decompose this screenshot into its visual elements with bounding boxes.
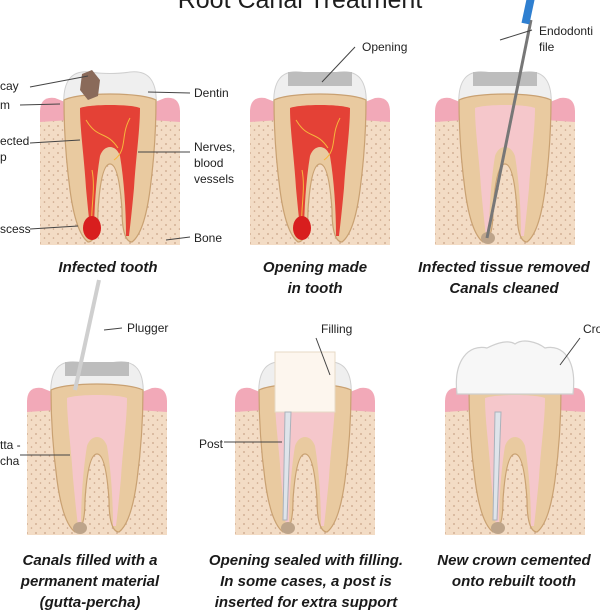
- root-tip-icon: [281, 522, 295, 534]
- caption-canals-filled: Canals filled with a permanent material …: [0, 550, 190, 613]
- gum-right-icon: [360, 97, 390, 122]
- caption-line: Canals filled with a: [22, 552, 158, 569]
- opening-cavity-icon: [65, 362, 129, 376]
- pulp-canal-icon: [80, 105, 140, 236]
- caption-line: permanent material: [20, 573, 160, 590]
- label-endodontic-file-text: Endodonti file: [539, 23, 593, 55]
- label-nerves-vessels-text: Nerves, blood vessels: [194, 139, 235, 187]
- endodontic-file-shaft-icon: [485, 19, 533, 239]
- gum-right-icon: [345, 387, 375, 412]
- label-filling: Filling: [321, 322, 353, 336]
- tooth-filled: [27, 279, 167, 535]
- tooth-infected: [40, 70, 180, 245]
- gum-left-icon: [27, 387, 57, 412]
- caption-line: Opening sealed with filling.: [208, 552, 404, 569]
- leader-line: [19, 103, 61, 106]
- abscess-icon: [293, 216, 311, 240]
- label-infected-pulp-text: ected p: [0, 133, 29, 165]
- label-post: Post: [199, 437, 224, 451]
- label-line: Endodonti: [539, 24, 594, 38]
- tooth-opening: [250, 71, 390, 245]
- decay-icon: [80, 70, 100, 100]
- caption-line: inserted for extra support: [214, 594, 398, 611]
- gum-left-icon: [250, 97, 280, 122]
- tooth-crown: [445, 340, 585, 535]
- plugger-icon: [73, 279, 101, 391]
- leader-line: [321, 46, 356, 83]
- label-line: blood: [194, 156, 224, 170]
- caption-line: Opening made: [262, 259, 368, 276]
- label-decay: cay: [0, 79, 19, 93]
- pulp-canal-icon: [475, 105, 535, 236]
- pulp-canal-icon: [67, 395, 127, 526]
- leader-line: [29, 139, 81, 144]
- label-crown: Cro: [583, 322, 600, 336]
- label-endodontic-file: Endodonti file: [539, 23, 593, 55]
- crown-icon: [455, 340, 575, 395]
- root-tip-icon: [491, 522, 505, 534]
- caption-line: New crown cemented: [437, 552, 591, 569]
- label-line: cha: [0, 454, 20, 468]
- leader-line: [499, 29, 533, 41]
- leader-line: [165, 236, 191, 241]
- caption-infected-tooth: Infected tooth: [8, 257, 208, 278]
- post-icon: [492, 411, 502, 521]
- caption-line: Infected tooth: [58, 259, 158, 276]
- label-plugger: Plugger: [127, 321, 169, 335]
- label-abscess: scess: [0, 222, 31, 236]
- post-icon: [282, 411, 292, 521]
- label-opening: Opening: [362, 40, 408, 54]
- gum-right-icon: [545, 97, 575, 122]
- illustration-canvas: [19, 0, 585, 535]
- caption-line: onto rebuilt tooth: [451, 573, 577, 590]
- leader-line: [29, 75, 89, 88]
- endodontic-file-handle-icon: [521, 0, 539, 25]
- gum-right-icon: [137, 387, 167, 412]
- leader-line: [315, 337, 331, 376]
- label-nerves-vessels: Nerves, blood vessels: [194, 139, 235, 187]
- label-line: ected: [0, 134, 30, 148]
- opening-cavity-icon: [288, 72, 352, 86]
- caption-line: Infected tissue removed: [418, 259, 590, 276]
- leader-line: [29, 225, 79, 230]
- caption-line: in tooth: [287, 280, 343, 297]
- filling-block-icon: [274, 351, 336, 413]
- abscess-icon: [83, 216, 101, 240]
- caption-opening-sealed: Opening sealed with filling. In some cas…: [196, 550, 416, 613]
- caption-line: In some cases, a post is: [220, 573, 392, 590]
- leader-line: [147, 91, 191, 94]
- gum-left-icon: [235, 387, 265, 412]
- gum-right-icon: [150, 97, 180, 122]
- tooth-sealed: [235, 351, 375, 535]
- opening-cavity-icon: [473, 72, 537, 86]
- pulp-canal-icon: [290, 105, 350, 236]
- label-gutta-percha-text: tta - cha: [0, 437, 21, 469]
- leader-line: [103, 327, 123, 331]
- label-enamel: m: [0, 98, 10, 112]
- diagram-title: Root Canal Treatment: [177, 0, 423, 14]
- root-tip-icon: [73, 522, 87, 534]
- label-line: file: [539, 40, 555, 54]
- label-dentin: Dentin: [194, 86, 229, 100]
- caption-line: Canals cleaned: [449, 280, 559, 297]
- caption-new-crown: New crown cemented onto rebuilt tooth: [414, 550, 600, 592]
- label-bone: Bone: [194, 231, 223, 245]
- label-line: vessels: [194, 172, 235, 186]
- label-infected-pulp: ected p: [0, 133, 29, 165]
- tooth-cleaned: [435, 0, 575, 245]
- label-line: Nerves,: [194, 140, 236, 154]
- label-line: p: [0, 150, 7, 164]
- label-gutta-percha: tta - cha: [0, 437, 21, 469]
- caption-opening-made: Opening made in tooth: [215, 257, 415, 299]
- gum-left-icon: [435, 97, 465, 122]
- label-line: tta -: [0, 438, 21, 452]
- caption-canals-cleaned: Infected tissue removed Canals cleaned: [404, 257, 600, 299]
- caption-line: (gutta-percha): [39, 594, 141, 611]
- leader-line: [559, 337, 581, 366]
